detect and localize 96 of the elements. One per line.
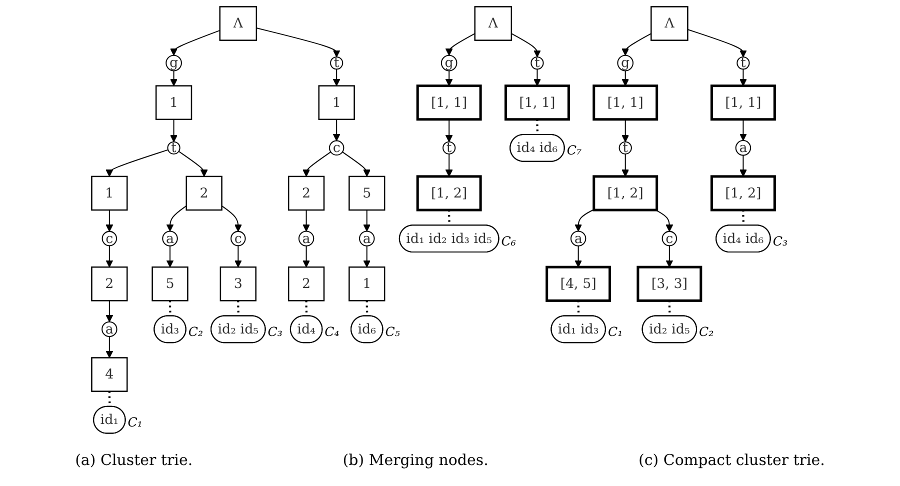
cluster-label: C₁ <box>128 414 142 430</box>
cluster-label: C₃ <box>772 233 788 248</box>
node-circle: a <box>359 230 375 246</box>
arrow <box>363 246 371 268</box>
node-circle: c <box>328 140 344 156</box>
node-circle: t <box>330 56 344 70</box>
arrow <box>106 336 114 358</box>
arrow <box>511 33 541 58</box>
node-box: [1, 1] <box>504 84 570 121</box>
node-box: Λ <box>650 6 688 41</box>
node-box: 4 <box>91 357 128 392</box>
arrow <box>622 154 630 177</box>
arrow <box>740 69 747 86</box>
node-circle: a <box>735 140 752 156</box>
node-box: [1, 1] <box>592 84 658 121</box>
arrow <box>256 28 340 58</box>
arrow <box>622 70 630 86</box>
arrow <box>302 152 332 177</box>
node-box: [3, 3] <box>636 266 702 302</box>
node-box: [4, 5] <box>546 266 612 302</box>
arrow <box>170 30 220 56</box>
arrow <box>106 210 114 232</box>
node-circle: g <box>166 54 182 72</box>
arrow <box>106 300 114 322</box>
node-circle: t <box>530 56 544 70</box>
node-box: 3 <box>220 266 256 302</box>
arrow <box>178 150 208 177</box>
cluster-label: C₁ <box>608 324 623 339</box>
arrow <box>302 210 310 232</box>
arrow <box>170 70 178 86</box>
node-box: Λ <box>219 6 258 41</box>
node-box: 5 <box>348 176 386 211</box>
arrow <box>445 119 453 142</box>
arrow <box>740 119 747 141</box>
arrow <box>302 246 310 268</box>
node-circle: c <box>230 230 246 246</box>
arrow <box>342 152 371 177</box>
arrow <box>170 119 178 142</box>
node-box: [1, 2] <box>592 175 658 212</box>
cluster-label: C₂ <box>699 324 714 339</box>
arrow <box>574 246 582 268</box>
node-circle: t <box>167 141 180 154</box>
cluster-label: C₅ <box>385 324 400 339</box>
figure-caption: (c) Compact cluster trie. <box>638 451 825 469</box>
figure-caption: (a) Cluster trie. <box>75 451 193 469</box>
node-box: [1, 2] <box>416 175 482 212</box>
node-box: 1 <box>318 85 355 120</box>
node-circle: a <box>102 321 118 338</box>
cluster-label: C₇ <box>566 142 582 158</box>
figure-caption: (b) Merging nodes. <box>342 451 488 469</box>
arrow <box>363 210 371 232</box>
arrow <box>166 246 174 268</box>
arrow <box>332 69 340 86</box>
node-circle: t <box>442 141 456 154</box>
node-box: 1 <box>91 176 128 211</box>
node-circle: g <box>617 54 634 72</box>
node-box: 2 <box>91 266 128 302</box>
arrow <box>106 246 114 268</box>
arrow <box>688 29 747 58</box>
arrow <box>622 119 630 142</box>
node-box: [1, 1] <box>710 84 776 121</box>
arrow <box>234 246 242 268</box>
cluster-label: C₃ <box>268 324 282 339</box>
arrow <box>666 246 674 268</box>
arrow <box>740 155 747 177</box>
arrow <box>445 70 453 86</box>
cluster-label: C₂ <box>188 324 204 339</box>
arrow <box>622 33 652 56</box>
arrow <box>574 209 594 232</box>
node-box: 1 <box>348 266 386 302</box>
node-box: 1 <box>155 85 192 120</box>
node-circle: c <box>102 230 118 246</box>
arrow <box>166 205 187 232</box>
node-circle: c <box>662 230 678 246</box>
node-box: 2 <box>186 176 222 211</box>
node-box: 2 <box>288 266 325 302</box>
node-box: 2 <box>288 176 325 211</box>
node-circle: t <box>736 56 750 70</box>
node-box: 5 <box>152 266 188 302</box>
arrow <box>106 149 168 177</box>
node-box: [1, 1] <box>416 84 482 121</box>
node-box: Λ <box>474 6 512 41</box>
arrow <box>534 69 541 86</box>
node-circle: t <box>618 141 632 154</box>
node-circle: a <box>570 230 586 246</box>
arrow <box>445 33 476 56</box>
arrow <box>222 205 242 232</box>
arrow <box>445 154 453 177</box>
arrow <box>332 119 340 142</box>
node-circle: a <box>298 230 314 246</box>
cluster-label: C₄ <box>324 324 340 339</box>
node-circle: a <box>162 230 178 246</box>
node-box: [1, 2] <box>710 175 776 212</box>
cluster-label: C₆ <box>501 233 516 248</box>
node-circle: g <box>440 54 458 72</box>
arrow <box>656 210 674 232</box>
